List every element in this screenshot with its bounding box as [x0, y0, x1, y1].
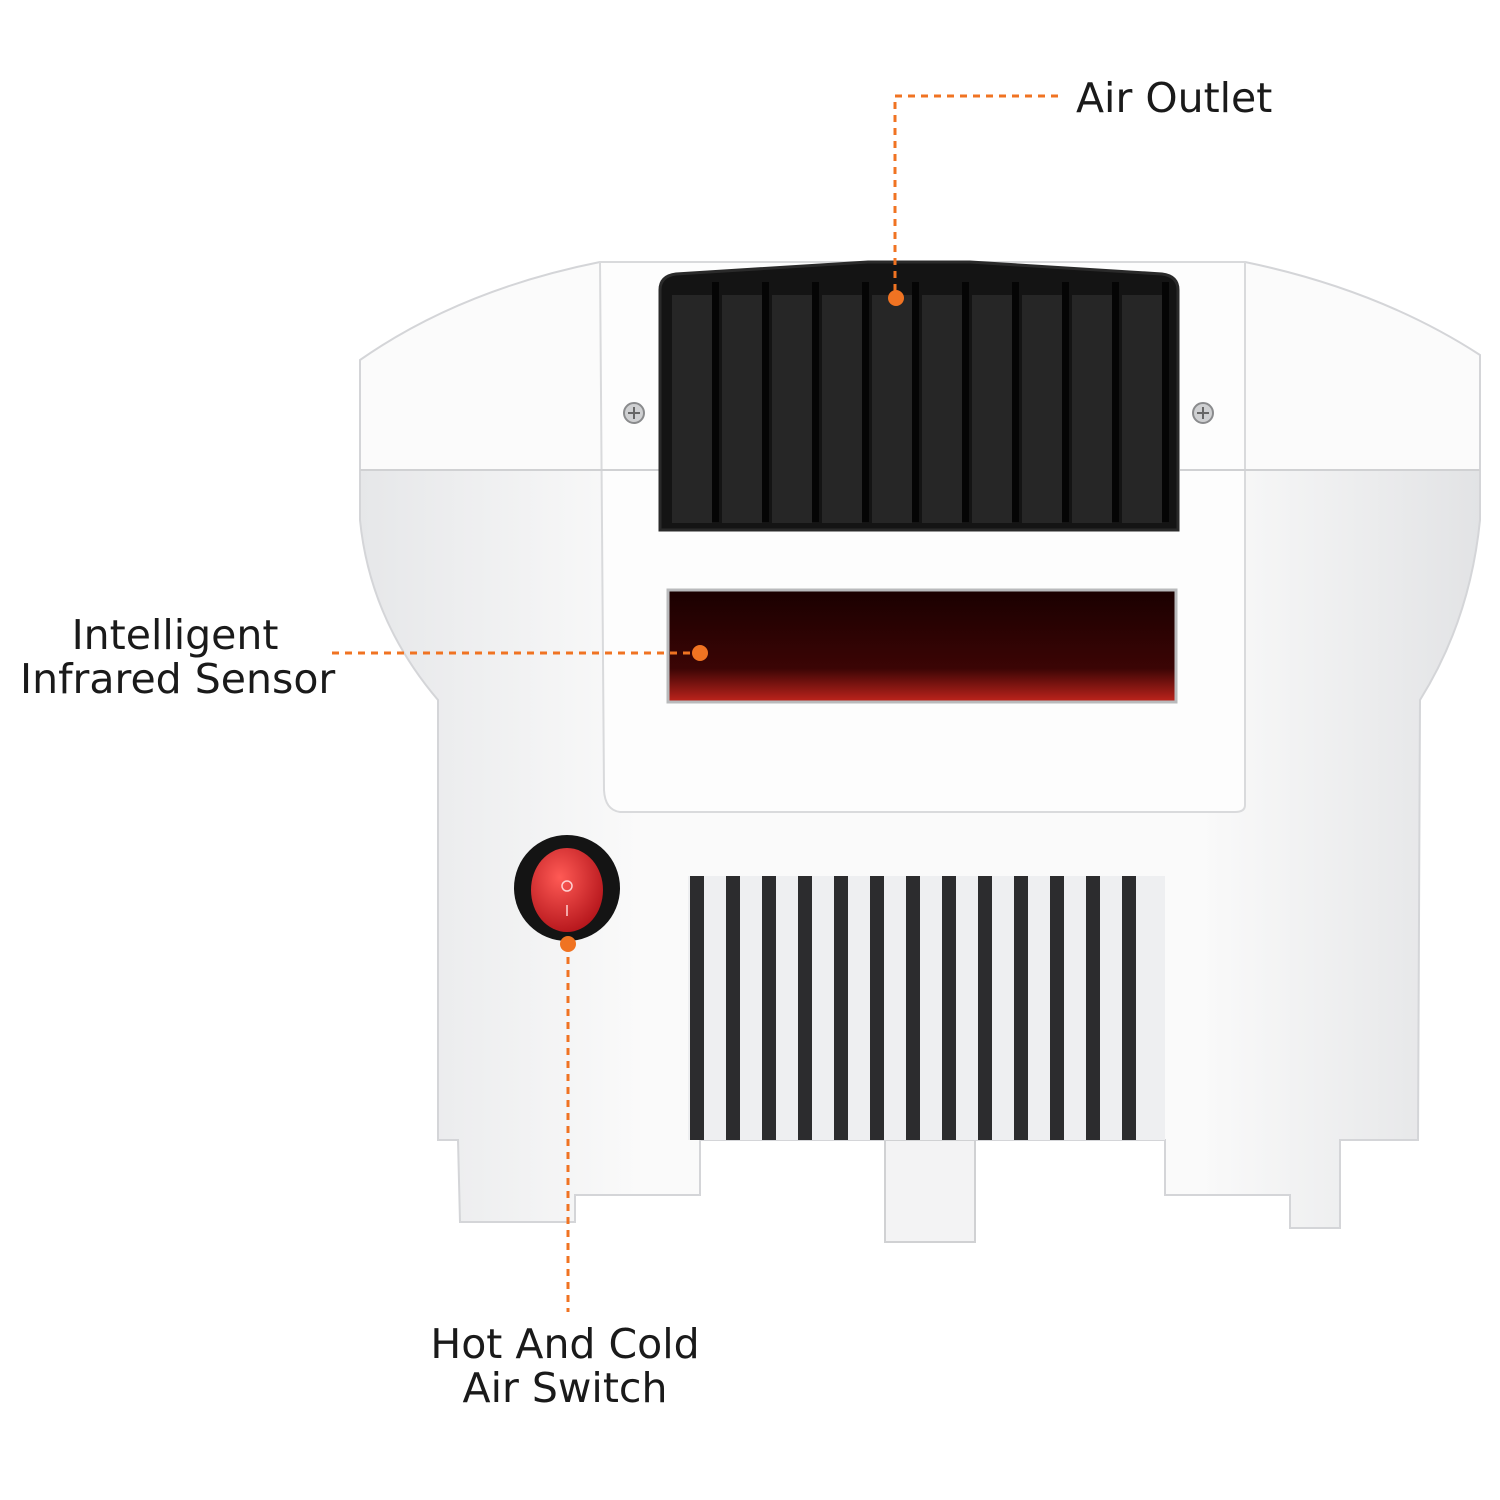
outlet-fin	[1112, 282, 1119, 522]
outlet-slat	[772, 295, 812, 523]
outlet-slat	[922, 295, 962, 523]
lower-vent-gap	[1122, 876, 1136, 1140]
callout-switch-line2: Air Switch	[462, 1364, 668, 1412]
lower-vent-gap	[834, 876, 848, 1140]
screw-left-icon	[623, 402, 645, 424]
outlet-fin	[862, 282, 869, 522]
outlet-slats	[672, 282, 1169, 523]
callout-line-sensor	[332, 645, 708, 661]
outlet-fin	[812, 282, 819, 522]
outlet-fin	[1162, 282, 1169, 522]
hot-cold-air-switch	[514, 835, 620, 941]
lower-vent-gap	[1050, 876, 1064, 1140]
air-outlet-marker-dot	[888, 290, 904, 306]
lower-vent-gap	[690, 876, 704, 1140]
callout-sensor-line2: Infrared Sensor	[20, 655, 336, 703]
outlet-slat	[872, 295, 912, 523]
lower-vent-gap	[870, 876, 884, 1140]
outlet-slat	[672, 295, 712, 523]
callout-infrared-sensor: Intelligent Infrared Sensor	[20, 611, 336, 703]
lower-vent-gap	[978, 876, 992, 1140]
callout-air-switch: Hot And Cold Air Switch	[400, 1322, 730, 1410]
lower-vent-gap	[1014, 876, 1028, 1140]
lower-vent-gap	[762, 876, 776, 1140]
outlet-fin	[1062, 282, 1069, 522]
callout-air-outlet-line1: Air Outlet	[1076, 74, 1273, 122]
screw-right-icon	[1192, 402, 1214, 424]
callout-switch-line1: Hot And Cold	[430, 1320, 700, 1368]
lower-vent-gap	[726, 876, 740, 1140]
switch-marker-dot	[560, 936, 576, 952]
lower-vent-gap	[906, 876, 920, 1140]
outlet-fin	[912, 282, 919, 522]
outlet-slat	[722, 295, 762, 523]
outlet-slat	[1022, 295, 1062, 523]
outlet-fin	[1012, 282, 1019, 522]
callout-line-air-outlet	[888, 94, 1058, 306]
outlet-slat	[1122, 295, 1162, 523]
callout-air-outlet: Air Outlet	[1076, 76, 1272, 120]
lower-vent-gap	[942, 876, 956, 1140]
callout-line-switch	[560, 936, 576, 1312]
infrared-sensor-window	[666, 588, 1178, 704]
lower-vent-grille	[688, 876, 1165, 1140]
callout-sensor-line1: Intelligent	[71, 611, 279, 659]
air-outlet-grille	[658, 260, 1180, 532]
lower-vent-gap	[1086, 876, 1100, 1140]
outlet-fin	[962, 282, 969, 522]
sensor-marker-dot	[692, 645, 708, 661]
outlet-slat	[1072, 295, 1112, 523]
outlet-slat	[822, 295, 862, 523]
outlet-fin	[712, 282, 719, 522]
outlet-slat	[972, 295, 1012, 523]
lower-vent-gap	[798, 876, 812, 1140]
lower-slats	[690, 876, 1136, 1140]
outlet-fin	[762, 282, 769, 522]
